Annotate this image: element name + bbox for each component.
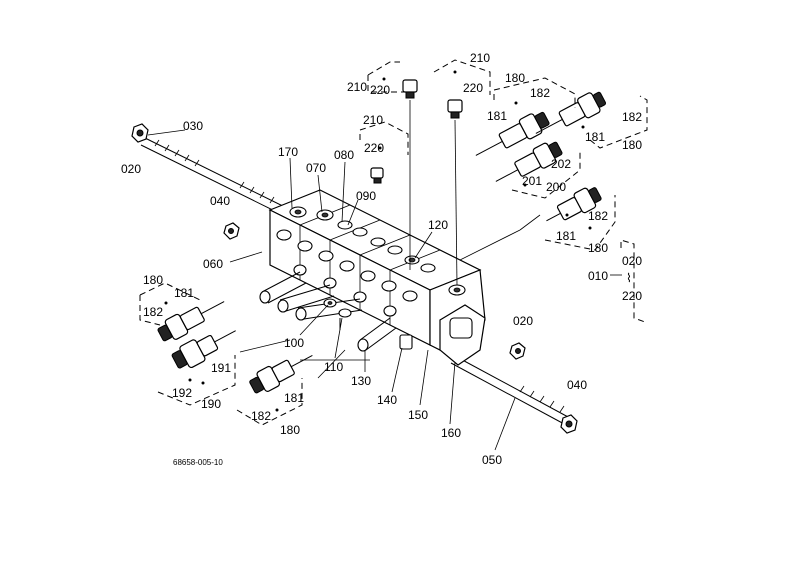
callout-060: 060 bbox=[203, 257, 223, 271]
plug-210-220-top bbox=[402, 79, 418, 270]
callout-181-top: 181 bbox=[487, 109, 507, 123]
callout-170: 170 bbox=[278, 145, 298, 159]
callout-050: 050 bbox=[482, 453, 502, 467]
callout-181-mid: 181 bbox=[556, 229, 576, 243]
callout-210-left: 210 bbox=[347, 80, 367, 94]
callout-150: 150 bbox=[408, 408, 428, 422]
callout-181-left: 181 bbox=[174, 286, 194, 300]
callout-210-mid: 210 bbox=[363, 113, 383, 127]
callout-120: 120 bbox=[428, 218, 448, 232]
range-symbol: ⌇ bbox=[626, 271, 632, 285]
callout-180-bottom: 180 bbox=[280, 423, 300, 437]
callout-220-left: 220 bbox=[370, 83, 390, 97]
callout-191: 191 bbox=[211, 361, 231, 375]
callout-110: 110 bbox=[324, 360, 343, 374]
callout-201: 201 bbox=[522, 174, 542, 188]
callout-180-left: 180 bbox=[143, 273, 163, 287]
nut-020-right bbox=[509, 342, 526, 360]
callout-192: 192 bbox=[172, 386, 192, 400]
callout-220-bracket: 220 bbox=[622, 289, 642, 303]
spool-end-100 bbox=[323, 298, 337, 308]
callout-080: 080 bbox=[334, 148, 354, 162]
plug-210-220-right bbox=[447, 99, 463, 286]
spool-end-110 bbox=[338, 308, 352, 330]
nut-020-left bbox=[131, 123, 149, 143]
callout-130: 130 bbox=[351, 374, 371, 388]
callout-190: 190 bbox=[201, 397, 221, 411]
plug-210-220-mid bbox=[370, 167, 384, 184]
nut-040-left bbox=[223, 222, 240, 240]
callout-140: 140 bbox=[377, 393, 397, 407]
tie-rod-050 bbox=[450, 355, 571, 426]
relief-valve-180-right bbox=[535, 91, 607, 134]
callout-020-right: 020 bbox=[513, 314, 533, 328]
position-dots bbox=[164, 70, 592, 412]
callout-181-right: 181 bbox=[585, 130, 605, 144]
callout-040-left: 040 bbox=[210, 194, 230, 208]
valve-top-ports bbox=[289, 206, 466, 296]
callout-182-top: 182 bbox=[530, 86, 550, 100]
callout-020-left: 020 bbox=[121, 162, 141, 176]
callout-070: 070 bbox=[306, 161, 326, 175]
relief-valve-180-bottom bbox=[249, 355, 313, 394]
callout-182-left: 182 bbox=[143, 305, 163, 319]
callout-220-right: 220 bbox=[463, 81, 483, 95]
callout-040-right: 040 bbox=[567, 378, 587, 392]
callout-182-bottom: 182 bbox=[251, 409, 271, 423]
callout-182-mid: 182 bbox=[588, 209, 608, 223]
relief-valve-200 bbox=[495, 141, 563, 182]
callout-180-top: 180 bbox=[505, 71, 525, 85]
callout-182-right: 182 bbox=[622, 110, 642, 124]
callout-160: 160 bbox=[441, 426, 461, 440]
callout-090: 090 bbox=[356, 189, 376, 203]
relief-valve-190 bbox=[171, 330, 236, 369]
callout-020-bracket: 020 bbox=[622, 254, 642, 268]
relief-valve-180-left bbox=[157, 301, 225, 342]
grouping-brackets bbox=[139, 59, 648, 426]
callout-100: 100 bbox=[284, 336, 304, 350]
drawing-reference: 68658-005-10 bbox=[173, 458, 223, 467]
fitting-140 bbox=[399, 334, 413, 350]
relief-valve-180-top bbox=[475, 111, 550, 156]
callout-200: 200 bbox=[546, 180, 566, 194]
callout-180-right: 180 bbox=[622, 138, 642, 152]
callout-labels: 210 210 220 220 180 182 181 182 181 180 … bbox=[121, 51, 642, 467]
callout-010: 010 bbox=[588, 269, 608, 283]
callout-220-mid: 220 bbox=[364, 141, 384, 155]
callout-030: 030 bbox=[183, 119, 203, 133]
callout-210-top: 210 bbox=[470, 51, 490, 65]
callout-181-bottom: 181 bbox=[284, 391, 304, 405]
relief-valve-180-mid bbox=[546, 187, 602, 222]
callout-202: 202 bbox=[551, 157, 571, 171]
callout-180-mid: 180 bbox=[588, 241, 608, 255]
leader-lines bbox=[147, 129, 541, 451]
valve-front-ports bbox=[276, 229, 418, 317]
tie-rod-030 bbox=[140, 137, 296, 220]
nut-040-right bbox=[560, 414, 578, 434]
